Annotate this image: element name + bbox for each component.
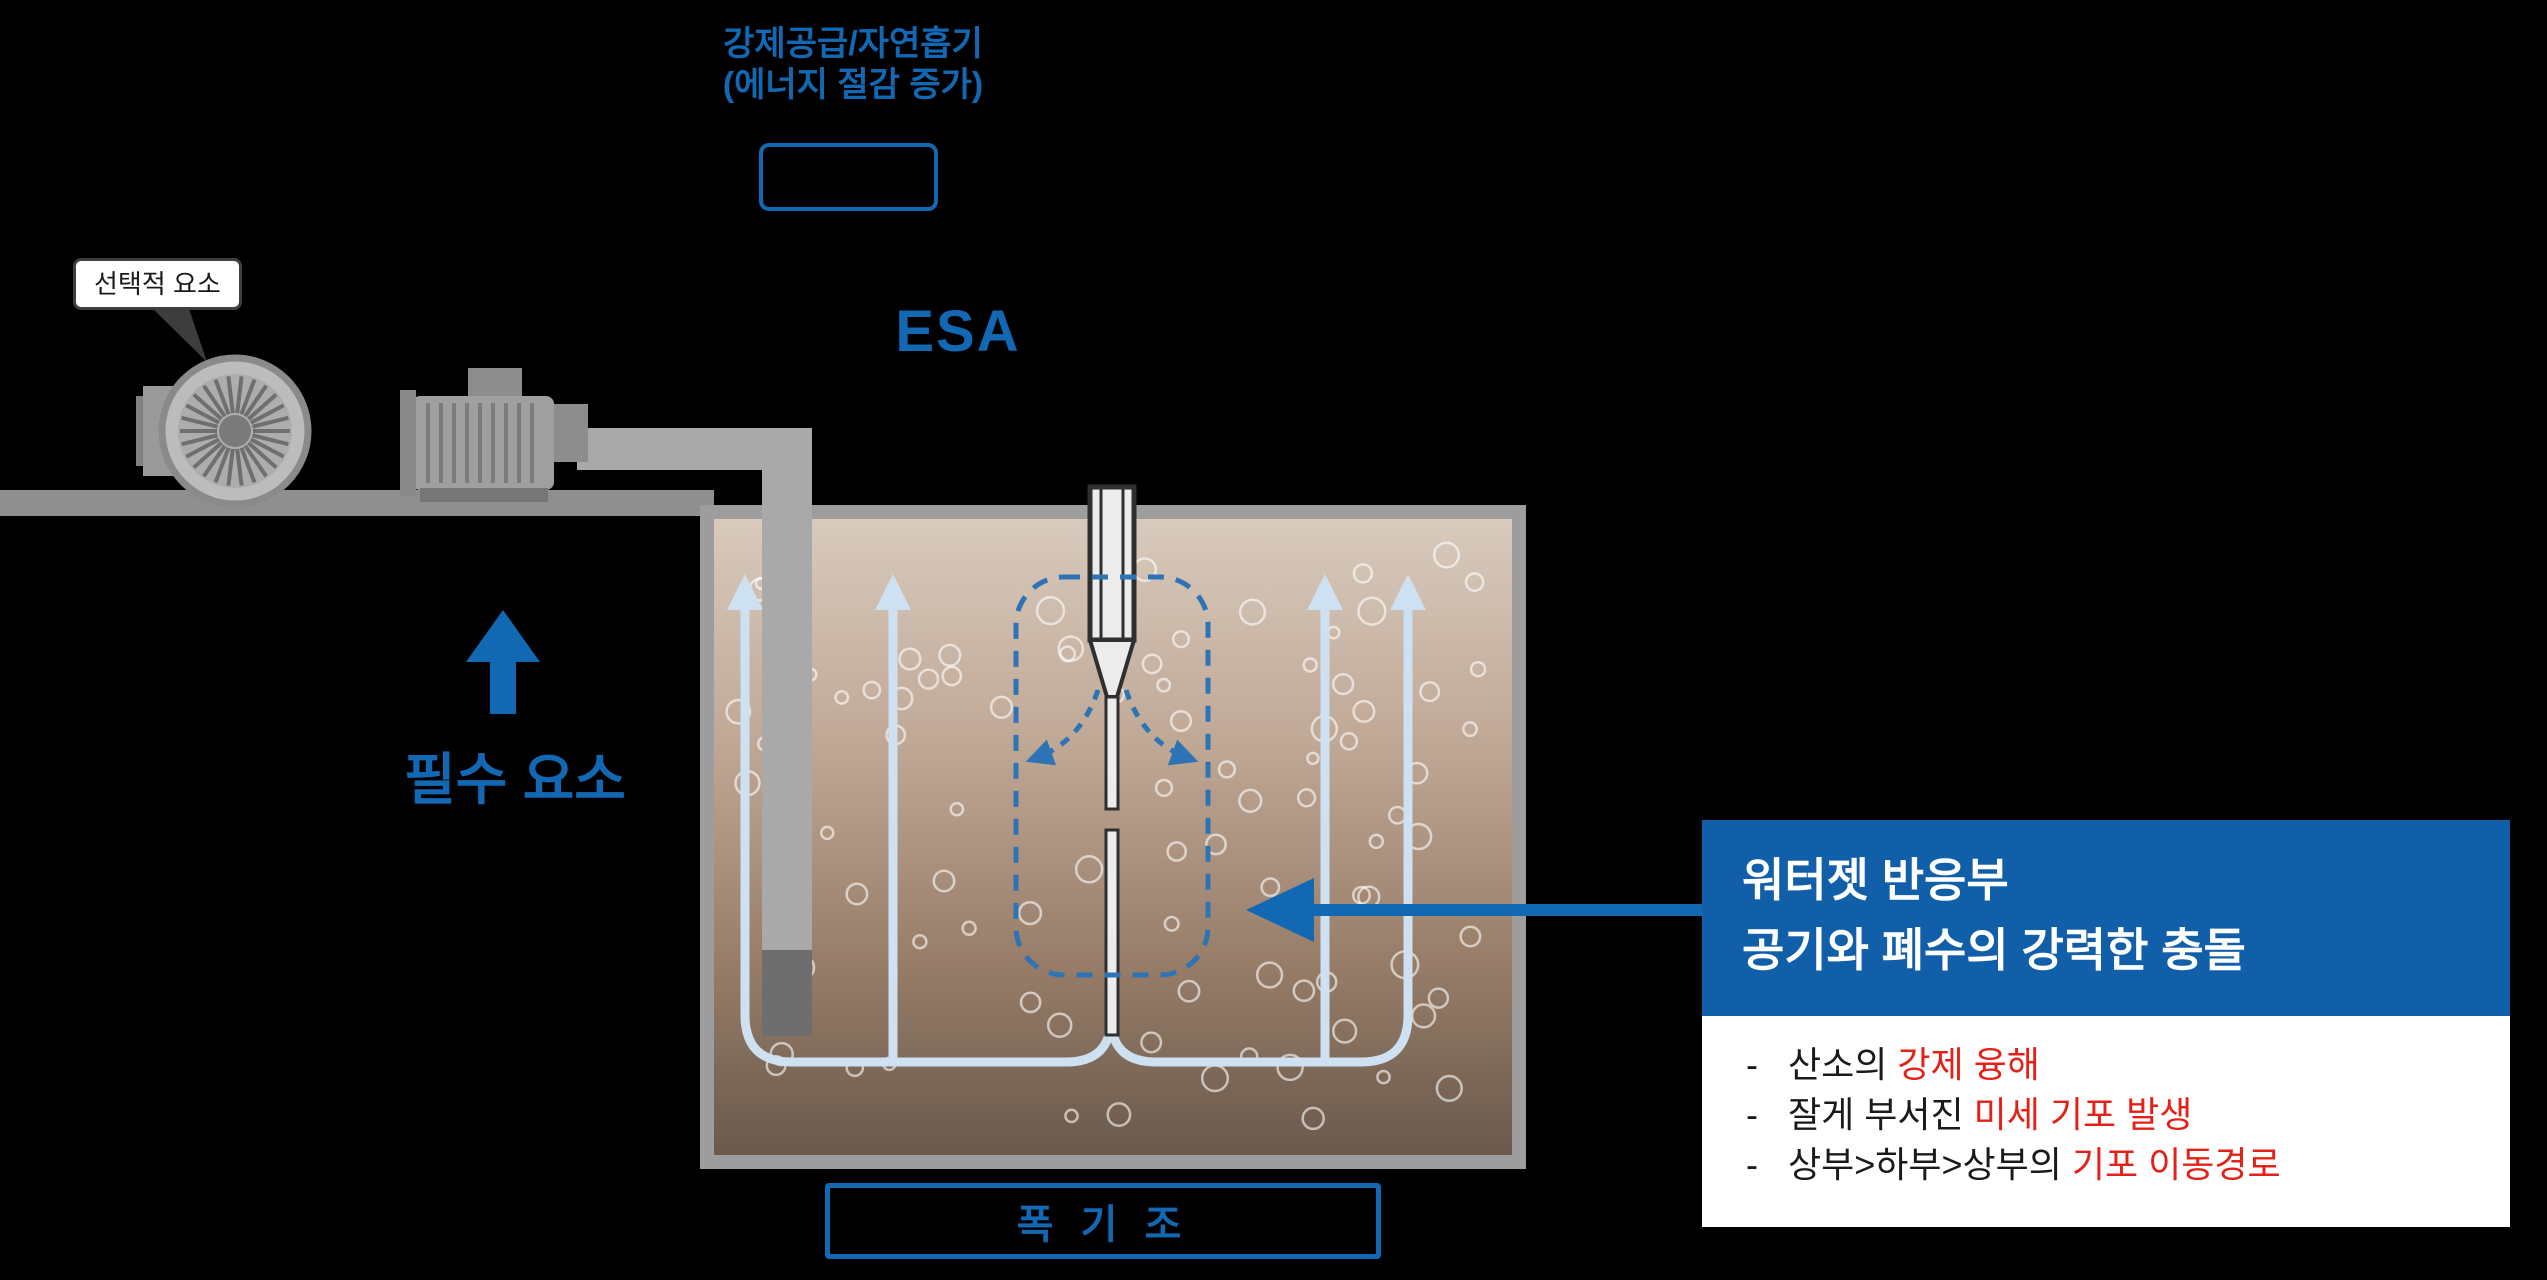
flow-lines: [727, 574, 1426, 1067]
info-panel-header: 워터젯 반응부 공기와 폐수의 강력한 충돌: [1702, 820, 2510, 1016]
reaction-zone: [1013, 574, 1211, 978]
bullet-item: - 산소의 강제 융해: [1746, 1040, 2486, 1090]
essential-element-label: 필수 요소: [404, 748, 626, 811]
esa-label: ESA: [895, 299, 1021, 364]
bullet-text: 상부>하부>상부의 기포 이동경로: [1788, 1144, 2281, 1185]
bullet-dash: -: [1746, 1144, 1758, 1185]
info-panel-title-line1: 워터젯 반응부: [1742, 854, 2009, 906]
optional-element-callout: 선택적 요소: [73, 258, 242, 310]
bullet-dash: -: [1746, 1044, 1758, 1085]
esa-box: [759, 143, 938, 211]
ground-line: [0, 490, 714, 516]
inlet-pipe: [577, 428, 812, 1036]
jet-pipe: [1087, 484, 1137, 1037]
top-note: 강제공급/자연흡기 (에너지 절감 증가): [603, 24, 1103, 106]
electric-motor-icon: [400, 368, 588, 502]
top-note-line2: (에너지 절감 증가): [722, 65, 984, 104]
top-note-line1: 강제공급/자연흡기: [723, 25, 983, 63]
bullet-item: - 상부>하부>상부의 기포 이동경로: [1746, 1140, 2486, 1190]
panel-pointer-arrow: [1246, 878, 1704, 942]
essential-up-arrow: [466, 610, 540, 714]
bullet-item: - 잘게 부서진 미세 기포 발생: [1746, 1090, 2486, 1140]
callout-tail: [150, 306, 207, 362]
blower-fan-icon: [136, 354, 312, 508]
info-panel-body: - 산소의 강제 융해 - 잘게 부서진 미세 기포 발생 - 상부>하부>상부…: [1702, 1016, 2510, 1227]
bullet-dash: -: [1746, 1094, 1758, 1135]
aeration-tank-label-box: 폭 기 조: [825, 1183, 1381, 1259]
info-panel-title-line2: 공기와 폐수의 강력한 충돌: [1742, 923, 2246, 976]
aeration-tank-label: 폭 기 조: [1016, 1203, 1190, 1247]
bullet-text: 잘게 부서진 미세 기포 발생: [1788, 1094, 2193, 1135]
bullet-text: 산소의 강제 융해: [1788, 1044, 2040, 1085]
